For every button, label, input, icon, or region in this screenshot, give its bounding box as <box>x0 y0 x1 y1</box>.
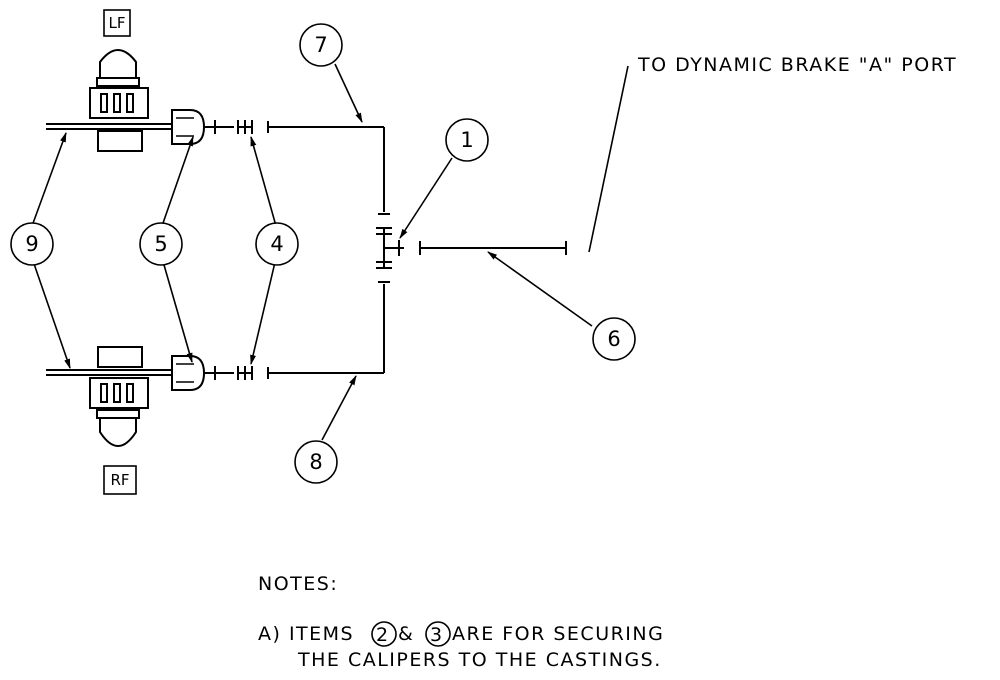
port-leader <box>588 65 629 253</box>
svg-text:2: 2 <box>376 624 390 646</box>
rf-box: RF <box>103 465 137 495</box>
lf-fitting <box>205 120 253 134</box>
rf-wheel-hub <box>89 346 149 447</box>
balloon-5: 5 <box>139 222 183 266</box>
note-a-item-2: 2 <box>371 621 397 647</box>
leader-5-down <box>161 257 193 363</box>
balloon-4: 4 <box>255 222 299 266</box>
balloon-1: 1 <box>445 118 489 162</box>
balloon-6: 6 <box>592 317 636 361</box>
leader-4-up <box>250 136 277 227</box>
leader-9-up <box>31 132 67 227</box>
leader-6 <box>487 251 593 327</box>
note-a-prefix: A) ITEMS <box>258 623 354 645</box>
svg-text:6: 6 <box>607 327 620 351</box>
hose-7 <box>267 121 390 215</box>
lf-caliper <box>171 109 206 145</box>
lf-box: LF <box>103 9 131 37</box>
leader-1 <box>399 157 453 239</box>
note-a-item-3: 3 <box>425 621 451 647</box>
rf-caliper <box>171 355 206 391</box>
lf-wheel-hub <box>89 49 149 152</box>
port-callout: TO DYNAMIC BRAKE "A" PORT <box>637 54 957 76</box>
notes-heading: NOTES: <box>258 573 338 595</box>
leader-5-up <box>161 136 194 227</box>
balloon-8: 8 <box>294 440 338 484</box>
hose-6 <box>419 241 567 255</box>
balloon-7: 7 <box>299 23 343 67</box>
svg-text:7: 7 <box>314 33 327 57</box>
leader-4-down <box>250 257 277 365</box>
tee-fitting <box>376 227 404 269</box>
svg-text:8: 8 <box>309 450 322 474</box>
svg-text:9: 9 <box>25 232 38 256</box>
svg-text:3: 3 <box>430 624 444 646</box>
balloon-9: 9 <box>10 222 54 266</box>
leader-9-down <box>31 257 71 369</box>
note-a-line2: THE CALIPERS TO THE CASTINGS. <box>297 649 662 671</box>
rf-label: RF <box>110 471 129 489</box>
lf-label: LF <box>109 14 126 32</box>
note-a-suffix: ARE FOR SECURING <box>452 623 664 645</box>
note-a-ampersand: & <box>398 623 414 645</box>
rf-fitting <box>205 366 253 380</box>
svg-text:4: 4 <box>270 232 283 256</box>
leader-7 <box>334 63 363 123</box>
leader-8 <box>321 375 357 441</box>
hose-8 <box>267 281 390 379</box>
svg-text:1: 1 <box>460 128 473 152</box>
svg-text:5: 5 <box>154 232 167 256</box>
